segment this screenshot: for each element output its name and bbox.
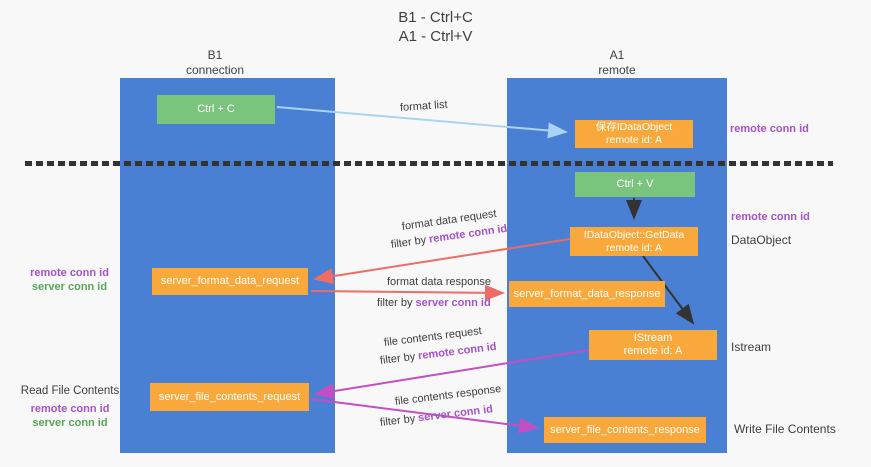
arrow-getdata-to-istream — [642, 255, 695, 325]
ctrl-v-box: Ctrl + V — [575, 172, 695, 197]
lifeline-a1-subtitle: remote — [598, 63, 636, 77]
left-conn-id-group: remote conn id server conn id — [17, 266, 122, 294]
arrow-format-data-response — [310, 284, 505, 301]
server-format-data-request-label: server_format_data_request — [160, 275, 300, 287]
istream-line2: remote id: A — [623, 345, 683, 357]
phase-divider-dashed-line — [25, 161, 833, 166]
istream-line1: IStream — [633, 332, 673, 344]
server-file-contents-response-label: server_file_contents_response — [550, 423, 700, 436]
title-line-2: A1 - Ctrl+V — [398, 28, 473, 45]
label-server-conn-id-left1: server conn id — [31, 281, 108, 293]
lifeline-a1-title: A1 — [609, 48, 625, 62]
ctrl-c-label: Ctrl + C — [197, 103, 235, 115]
server-file-contents-response-box: server_file_contents_response — [544, 417, 706, 443]
server-format-data-response-label: server_format_data_response — [513, 287, 661, 300]
label-remote-conn-id-left1: remote conn id — [30, 267, 109, 279]
label-remote-conn-id-left2: remote conn id — [30, 403, 110, 415]
lifeline-b1-subtitle: connection — [185, 63, 245, 77]
save-idataobject-box: 保存IDataObject remote id: A — [575, 120, 693, 148]
read-file-contents-group: Read File Contents remote conn id server… — [15, 384, 125, 430]
ctrl-c-box: Ctrl + C — [157, 95, 275, 124]
server-format-data-response-box: server_format_data_response — [509, 281, 665, 307]
ctrl-v-label: Ctrl + V — [616, 178, 654, 190]
server-file-contents-request-label: server_file_contents_request — [158, 390, 301, 403]
lifeline-b1-title: B1 — [207, 48, 223, 62]
istream-box: IStream remote id: A — [589, 330, 717, 360]
label-remote-conn-id-mid: remote conn id — [731, 211, 810, 223]
flow-label-format-data-response: format data response — [387, 276, 491, 288]
getdata-line1: IDataObject::GetData — [583, 228, 685, 241]
save-idataobject-line1: 保存IDataObject — [595, 121, 673, 133]
label-dataobject: DataObject — [731, 233, 792, 247]
server-format-data-request-box: server_format_data_request — [152, 268, 308, 295]
lifeline-header-a1: A1 remote — [557, 48, 677, 78]
arrow-file-contents-response — [310, 398, 539, 434]
arrow-file-contents-request — [314, 349, 590, 400]
diagram-title: B1 - Ctrl+C A1 - Ctrl+V — [0, 8, 871, 46]
arrow-format-data-request — [313, 238, 571, 285]
title-line-1: B1 - Ctrl+C — [398, 9, 473, 26]
server-file-contents-request-box: server_file_contents_request — [150, 383, 309, 411]
label-server-conn-id-left2: server conn id — [32, 417, 108, 429]
getdata-line2: remote id: A — [605, 241, 663, 254]
server-conn-id-text: server conn id — [415, 297, 491, 309]
label-read-file-contents: Read File Contents — [20, 385, 120, 397]
arrow-format-list — [276, 106, 568, 139]
label-istream: Istream — [731, 340, 772, 354]
save-idataobject-line2: remote id: A — [605, 134, 663, 146]
filter-by-text: filter by — [377, 297, 413, 309]
label-remote-conn-id-top: remote conn id — [730, 123, 809, 135]
lifeline-header-b1: B1 connection — [155, 48, 275, 78]
idataobject-getdata-box: IDataObject::GetData remote id: A — [570, 227, 698, 256]
label-write-file-contents: Write File Contents — [734, 422, 836, 436]
